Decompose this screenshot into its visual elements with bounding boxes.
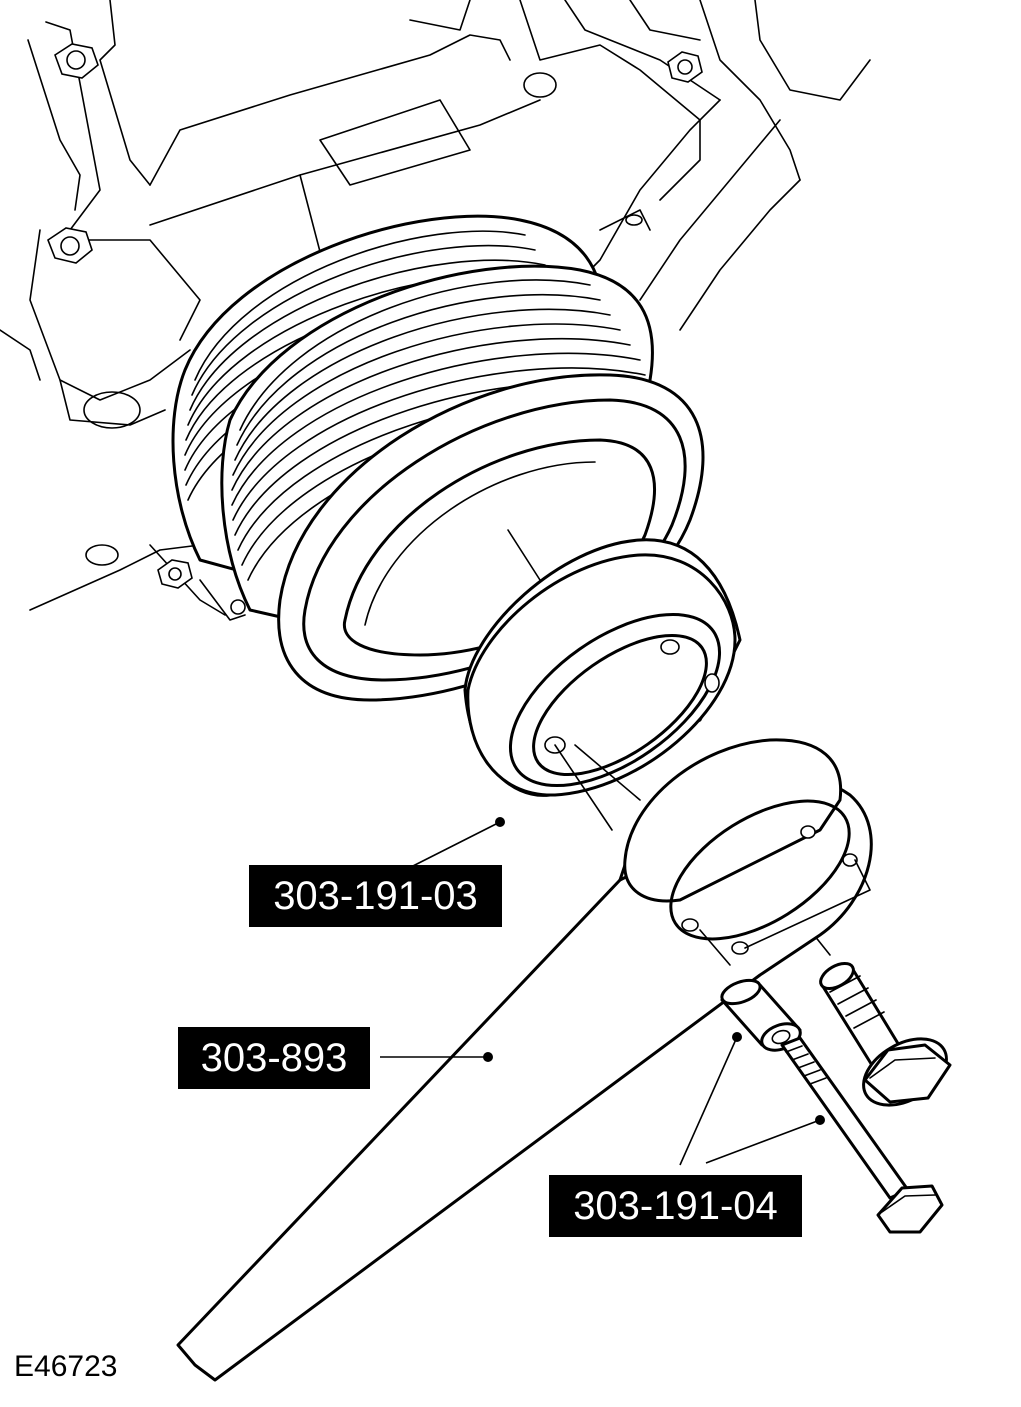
crankshaft-pulley	[171, 214, 705, 702]
figure-id-label: E46723	[14, 1350, 118, 1383]
leader-dot-holder	[495, 817, 505, 827]
callout-label-303-191-03: 303-191-03	[249, 865, 502, 927]
leader-dot-bolt	[815, 1115, 825, 1125]
leader-dot-spacer	[732, 1032, 742, 1042]
bolts-and-spacer-303-191-04	[720, 962, 952, 1234]
wrench-303-893	[176, 738, 873, 1382]
leader-dot-wrench	[483, 1052, 493, 1062]
holder-adapter-303-191-03	[463, 538, 742, 831]
leader-lines	[380, 817, 825, 1166]
callout-label-303-893: 303-893	[178, 1027, 370, 1089]
callout-label-303-191-04: 303-191-04	[549, 1175, 802, 1237]
